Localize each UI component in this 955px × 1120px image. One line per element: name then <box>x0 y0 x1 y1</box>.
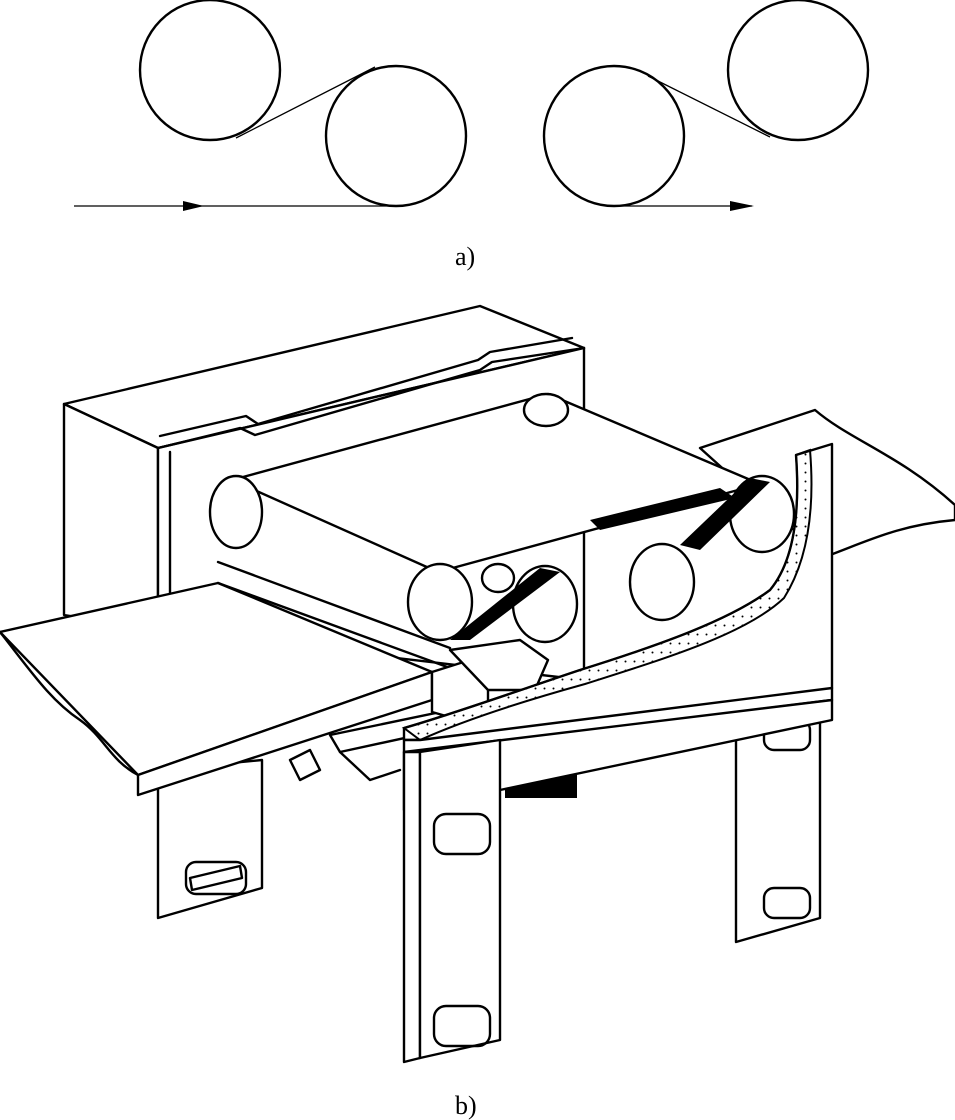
feed-mechanism <box>448 638 550 692</box>
table-rail <box>216 560 452 650</box>
machine-b <box>0 304 955 1064</box>
belt-strands-mid <box>590 488 735 530</box>
schematic-a <box>74 0 870 211</box>
belt-strands-left <box>450 568 560 640</box>
front-leg <box>402 750 422 1064</box>
table-rail-lower <box>216 581 452 670</box>
roller-4 <box>628 542 696 622</box>
leg-back-left-slot <box>188 864 244 892</box>
housing-back-groove <box>158 336 574 438</box>
arrow-in-icon <box>183 201 204 211</box>
roller-1 <box>406 562 474 642</box>
strip-tangent-2 <box>647 75 771 138</box>
sheet-in-left-edge <box>0 630 140 777</box>
schematic-roller-1 <box>138 0 282 142</box>
caption-a: a) <box>455 242 476 271</box>
top-belt-left-end <box>208 474 264 550</box>
front-leg-slot-lower <box>432 1004 492 1048</box>
schematic-roller-4 <box>726 0 870 142</box>
bracket <box>288 748 322 782</box>
belt-strands-right <box>680 478 770 550</box>
leg-back-right-slot-lower <box>762 886 812 920</box>
strip-tangent-1 <box>235 66 376 139</box>
schematic-roller-3 <box>542 64 686 208</box>
roller-2-small <box>480 562 516 594</box>
arrow-out-icon <box>730 201 754 211</box>
front-leg-face <box>418 738 502 1060</box>
linkage-arm <box>338 750 402 782</box>
housing-top-groove <box>156 346 586 450</box>
caption-b: b) <box>455 1091 477 1120</box>
schematic-roller-2 <box>324 64 468 208</box>
top-belt-back-end <box>522 392 570 428</box>
slot-outline <box>184 860 248 896</box>
front-leg-slot-upper <box>432 812 492 856</box>
